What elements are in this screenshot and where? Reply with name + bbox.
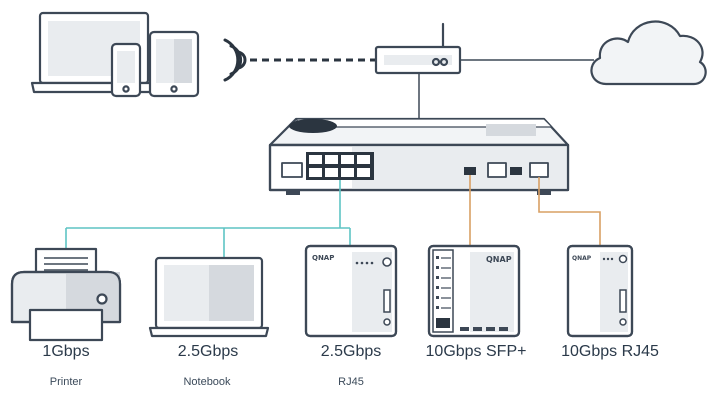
- phone-icon: [110, 42, 142, 98]
- cloud-icon: [590, 20, 707, 86]
- speed-label: 2.5Gbps: [320, 343, 382, 360]
- speed-label: 10Gbps RJ45: [561, 343, 659, 360]
- device-label: RJ45: [338, 376, 364, 388]
- tablet-icon: [148, 30, 200, 98]
- device-label: Printer: [49, 376, 83, 388]
- nas-icon: QNAP: [427, 244, 521, 338]
- switch-icon: [268, 117, 570, 195]
- nas-brand-mark: QNAP: [312, 254, 334, 262]
- speed-label: 2.5Gbps: [177, 343, 239, 360]
- printer-icon: [10, 247, 122, 342]
- speed-label: 1Gbps: [42, 343, 90, 360]
- nas-brand-mark: QNAP: [572, 255, 592, 262]
- nas-icon: QNAP: [566, 244, 634, 338]
- wifi-icon: [223, 38, 247, 82]
- speed-label: 10Gbps SFP+: [425, 343, 527, 360]
- notebook-icon: [148, 256, 270, 338]
- router-icon: [374, 22, 462, 75]
- device-label: Notebook: [183, 376, 231, 388]
- teal-links: [65, 180, 351, 258]
- nas-brand-mark: QNAP: [486, 255, 512, 264]
- nas-icon: QNAP: [304, 244, 398, 338]
- orange-links: [469, 175, 601, 246]
